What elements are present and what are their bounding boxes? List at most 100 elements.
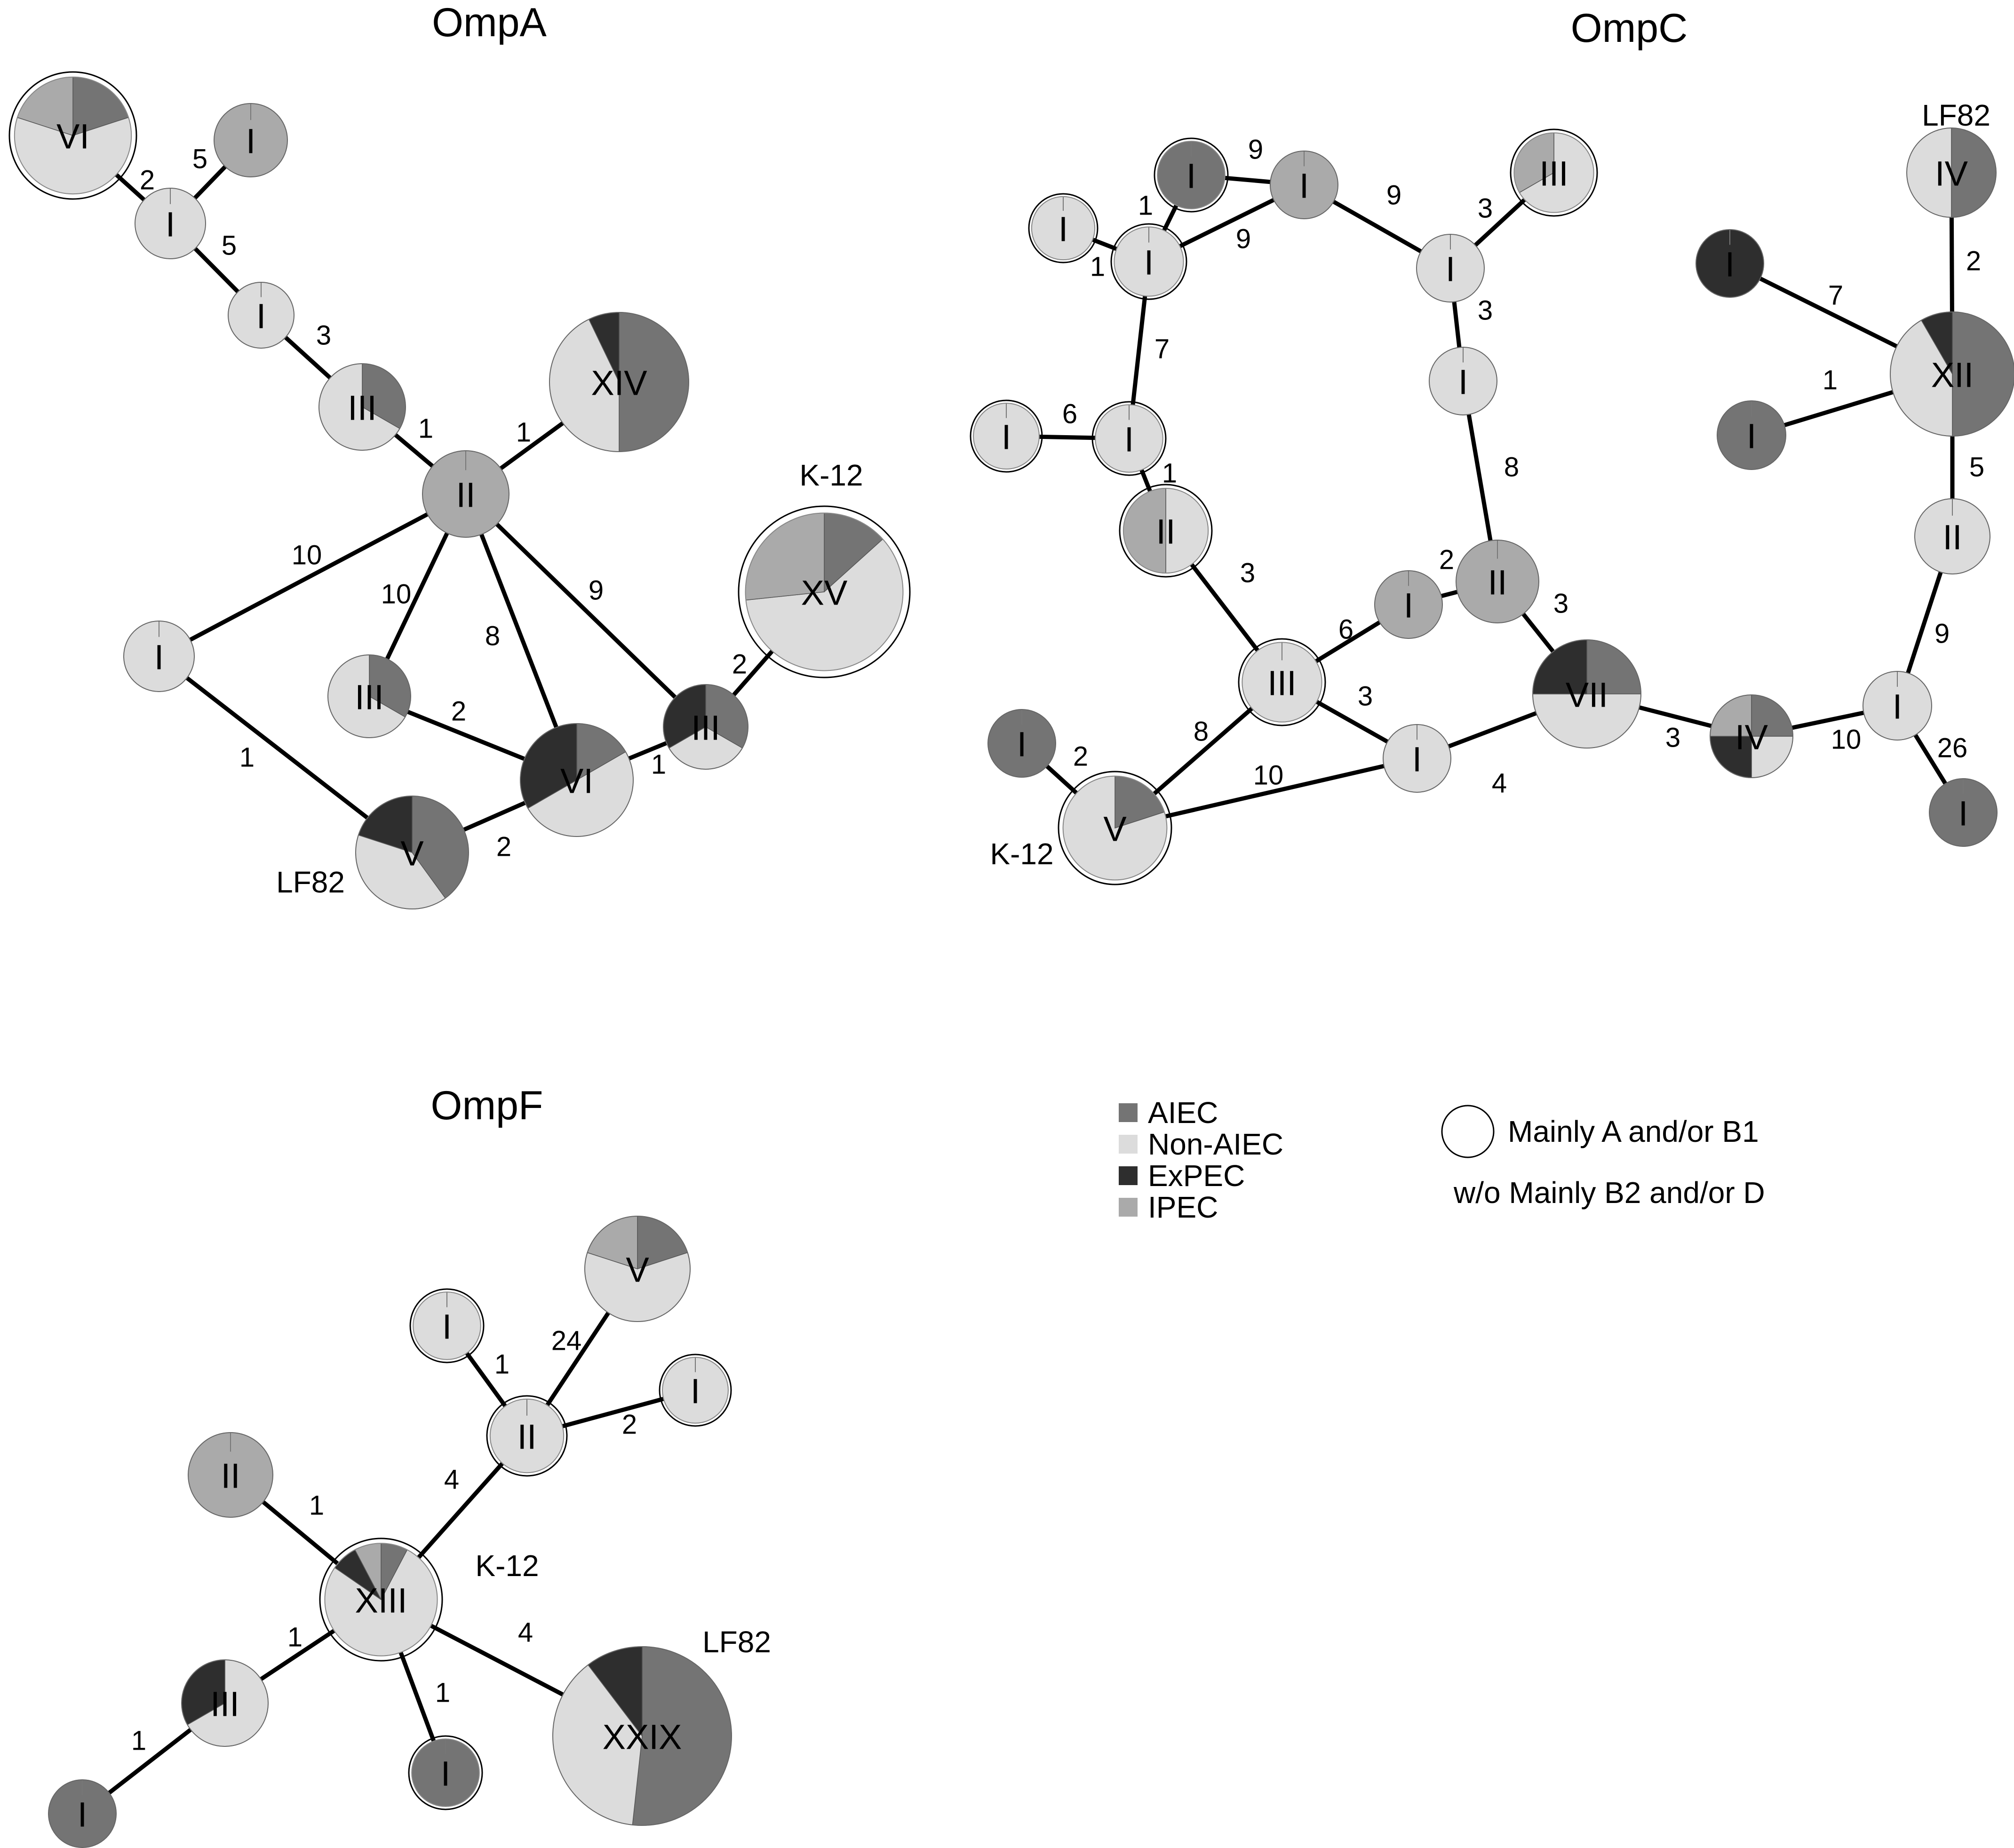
node-label: I — [1725, 245, 1735, 284]
node-outline — [1906, 127, 1997, 218]
panel-title-ompa: OmpA — [432, 0, 547, 45]
node-label: II — [1156, 512, 1175, 551]
panel-ompf: OmpF VIIIIIIXIIIIIIIXXIXI1242411114K-12L… — [48, 1083, 771, 1848]
node-c16: I — [1383, 724, 1451, 793]
node-c8: I — [970, 399, 1043, 473]
node-a2: I — [214, 103, 288, 177]
node-outline — [1031, 196, 1096, 261]
node-outline — [973, 403, 1040, 470]
legend-swatch-expec — [1119, 1166, 1138, 1185]
node-label: VI — [56, 117, 89, 156]
node-label: I — [166, 205, 175, 244]
node-outline — [1270, 151, 1338, 219]
edge-distance-label: 1 — [131, 1726, 146, 1756]
node-ring — [486, 1395, 568, 1477]
node-outline — [422, 450, 509, 538]
edge-distance-label: 2 — [451, 696, 466, 727]
edge-distance-label: 26 — [1937, 733, 1968, 764]
node-outline — [123, 621, 195, 692]
node-label: VI — [560, 762, 593, 801]
node-c5: I — [1110, 223, 1187, 300]
node-label: I — [442, 1307, 452, 1346]
node-a12: VI — [520, 723, 634, 837]
node-c6: I — [1416, 234, 1485, 303]
node-label: I — [1017, 725, 1027, 764]
node-c7: I — [1429, 347, 1497, 415]
node-label: I — [1144, 243, 1154, 282]
node-ring — [408, 1735, 483, 1810]
strain-label-lf82: LF82 — [276, 865, 345, 899]
node-outline — [1696, 229, 1764, 298]
strain-label-k-12: K-12 — [475, 1549, 539, 1583]
node-label: III — [691, 709, 720, 748]
node-label: I — [78, 1795, 88, 1834]
legend-ring-label: Mainly A and/or B1 — [1508, 1115, 1759, 1148]
node-label: XXIX — [603, 1718, 682, 1757]
node-outline — [1513, 132, 1594, 213]
edge-distance-label: 9 — [1248, 135, 1263, 165]
node-a9: I — [123, 621, 195, 692]
edge-distance-label: 3 — [1358, 681, 1373, 712]
node-outline — [1890, 311, 2014, 437]
edge-distance-label: 10 — [1831, 725, 1862, 755]
node-outline — [1456, 540, 1539, 623]
node-outline — [1374, 570, 1443, 639]
node-label: I — [441, 1754, 451, 1793]
edge-distance-label: 7 — [1828, 280, 1843, 311]
node-ring — [1058, 771, 1172, 885]
node-outline — [745, 512, 904, 671]
edge-distance-label: 7 — [1154, 334, 1170, 365]
legend-swatch-nonaiec — [1119, 1135, 1138, 1154]
node-c1: I — [1154, 137, 1229, 213]
edge-distance-label: 2 — [622, 1410, 637, 1440]
node-ring — [738, 505, 911, 678]
node-c4: I — [1028, 193, 1099, 263]
edge-distance-label: 1 — [1823, 365, 1838, 396]
legend-label-expec: ExPEC — [1148, 1159, 1245, 1193]
node-outline — [1863, 671, 1932, 741]
node-label: II — [456, 476, 475, 515]
node-c22: I — [1696, 229, 1764, 298]
edge-distance-label: 2 — [140, 165, 155, 196]
node-label: V — [400, 834, 424, 873]
node-outline — [411, 1738, 480, 1807]
node-f8: I — [408, 1735, 483, 1810]
node-f10: I — [48, 1779, 117, 1848]
node-c17: VII — [1532, 639, 1641, 749]
node-a13: V — [355, 796, 469, 909]
strain-label-k-12: K-12 — [799, 458, 863, 492]
edge-distance-label: 8 — [485, 621, 500, 652]
edge-distance-label: 1 — [418, 414, 433, 444]
node-a7: II — [422, 450, 509, 538]
edge-distance-label: 1 — [309, 1490, 324, 1521]
node-outline — [327, 654, 411, 738]
node-outline — [1383, 724, 1451, 793]
node-ring — [970, 399, 1043, 473]
node-label: I — [1958, 794, 1968, 833]
node-label: IV — [1735, 718, 1768, 757]
node-outline — [1710, 694, 1793, 778]
edge-distance-label: 10 — [292, 540, 322, 571]
node-a5: III — [318, 363, 406, 451]
node-outline — [520, 723, 634, 837]
node-label: II — [1488, 563, 1507, 602]
node-label: IV — [1935, 154, 1968, 193]
node-outline — [1157, 141, 1226, 209]
edge-distance-label: 5 — [192, 144, 207, 175]
edge-distance-label: 4 — [518, 1617, 533, 1648]
edge-distance-label: 6 — [1062, 399, 1077, 430]
node-f4: I — [659, 1354, 732, 1427]
node-label: I — [1059, 210, 1068, 249]
node-ring — [409, 1288, 485, 1363]
node-label: I — [154, 638, 164, 677]
node-outline — [413, 1291, 481, 1360]
node-outline — [214, 103, 288, 177]
node-f2: I — [409, 1288, 485, 1363]
edge-distance-label: 1 — [435, 1678, 450, 1708]
node-outline — [584, 1216, 691, 1322]
node-label: I — [1458, 363, 1468, 402]
